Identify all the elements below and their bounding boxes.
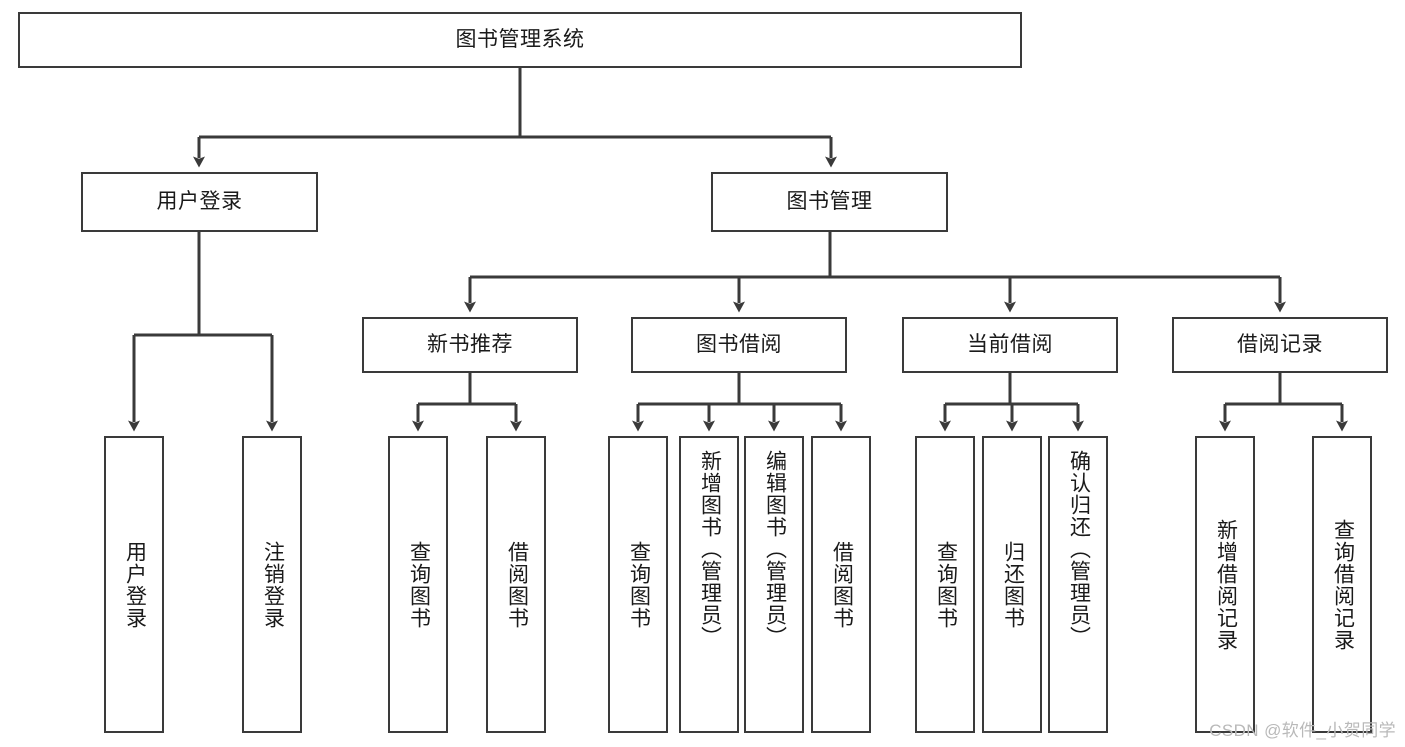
node-leaf-logout[interactable]: 注销登录: [242, 436, 302, 733]
node-leaf-user-login[interactable]: 用户登录: [104, 436, 164, 733]
node-label: 图书借阅: [696, 332, 782, 356]
node-label: 用户登录: [123, 540, 147, 629]
node-label: 新书推荐: [427, 332, 513, 356]
node-label: 查询图书: [934, 540, 958, 629]
node-book-management-system[interactable]: 图书管理系统: [18, 12, 1022, 68]
node-label: 借阅图书: [830, 540, 854, 629]
node-label: 注销登录: [261, 540, 285, 629]
node-leaf-return-book[interactable]: 归还图书: [982, 436, 1042, 733]
watermark-text: CSDN @软件_小贺同学: [1209, 721, 1396, 740]
node-leaf-borrow-book[interactable]: 借阅图书: [811, 436, 871, 733]
node-leaf-query-book-borrow[interactable]: 查询图书: [608, 436, 668, 733]
node-label: 图书管理系统: [455, 27, 585, 51]
node-label: 借阅图书: [505, 540, 529, 629]
node-label: 新增借阅记录: [1214, 518, 1238, 651]
node-leaf-add-borrow-record[interactable]: 新增借阅记录: [1195, 436, 1255, 733]
node-label: 用户登录: [156, 189, 243, 213]
node-label: 新增图书（管理员）: [698, 450, 722, 648]
node-leaf-query-borrow-record[interactable]: 查询借阅记录: [1312, 436, 1372, 733]
node-book-borrow[interactable]: 图书借阅: [631, 317, 847, 373]
node-leaf-edit-book[interactable]: 编辑图书（管理员）: [744, 436, 804, 733]
node-label: 图书管理: [786, 189, 873, 213]
node-leaf-borrow-book-recommend[interactable]: 借阅图书: [486, 436, 546, 733]
node-leaf-add-book[interactable]: 新增图书（管理员）: [679, 436, 739, 733]
node-book-management[interactable]: 图书管理: [711, 172, 948, 232]
node-label: 查询借阅记录: [1331, 518, 1355, 651]
node-borrow-record[interactable]: 借阅记录: [1172, 317, 1388, 373]
node-label: 确认归还（管理员）: [1067, 450, 1091, 648]
node-leaf-confirm-return[interactable]: 确认归还（管理员）: [1048, 436, 1108, 733]
node-label: 查询图书: [627, 540, 651, 629]
node-label: 借阅记录: [1237, 332, 1323, 356]
node-leaf-query-book-recommend[interactable]: 查询图书: [388, 436, 448, 733]
node-leaf-query-book-current[interactable]: 查询图书: [915, 436, 975, 733]
node-new-book-recommend[interactable]: 新书推荐: [362, 317, 578, 373]
node-label: 编辑图书（管理员）: [763, 450, 787, 648]
node-label: 归还图书: [1001, 540, 1025, 629]
node-user-login[interactable]: 用户登录: [81, 172, 318, 232]
node-current-borrow[interactable]: 当前借阅: [902, 317, 1118, 373]
node-label: 当前借阅: [967, 332, 1053, 356]
node-label: 查询图书: [407, 540, 431, 629]
